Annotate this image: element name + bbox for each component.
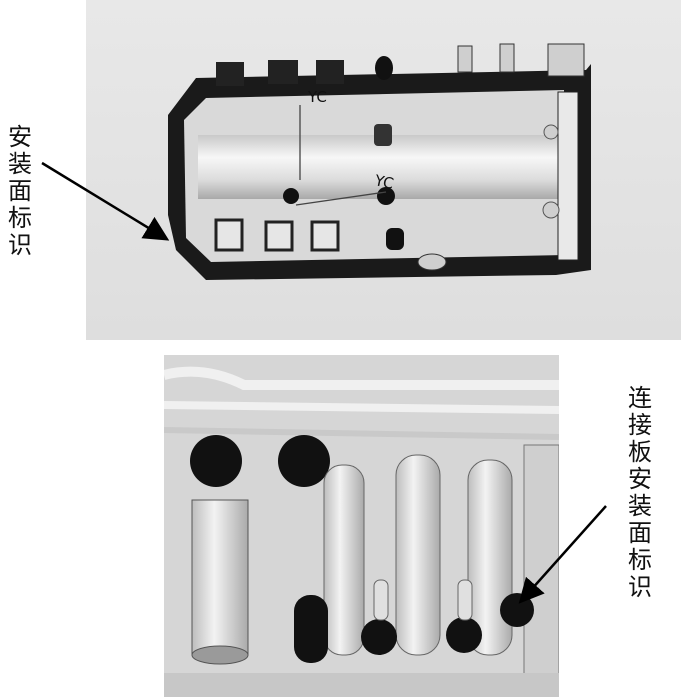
left-cylinder-base — [191, 645, 249, 665]
bottom-dark-plug — [386, 228, 404, 250]
right-end-feature-2 — [542, 201, 560, 219]
top-boss-1 — [216, 62, 244, 86]
column-2 — [395, 454, 441, 656]
top-stud-1 — [457, 45, 473, 73]
large-hole-2 — [278, 435, 330, 487]
label-mount-face: 安装面标识 — [8, 123, 32, 259]
top-dark-plug — [375, 56, 393, 80]
small-stud-2 — [457, 579, 473, 621]
bottom-boss-3 — [310, 220, 340, 252]
top-right-block — [547, 43, 585, 77]
top-stud-2 — [499, 43, 515, 73]
small-stud-1 — [373, 579, 389, 621]
top-model-drawing: YC YC — [86, 0, 681, 340]
top-rail-2 — [164, 401, 559, 414]
bottom-model-view — [164, 355, 559, 697]
column-1 — [323, 464, 365, 656]
top-rail-1 — [164, 366, 559, 390]
top-model-view: YC YC — [86, 0, 681, 340]
top-rail-3 — [164, 427, 559, 440]
top-boss-3 — [316, 60, 344, 84]
right-end-face — [557, 91, 579, 261]
left-cylinder — [191, 499, 249, 656]
bottom-slot-1 — [294, 595, 328, 663]
base-strip — [164, 673, 559, 697]
axis-label-inner: YC — [372, 171, 395, 193]
bottom-boss-1 — [214, 218, 244, 252]
arrow-connector-plate — [518, 505, 607, 604]
right-end-feature-1 — [543, 124, 559, 140]
inner-hole-1 — [283, 188, 299, 204]
arrow-mount-face — [41, 161, 170, 241]
bottom-hole-1 — [361, 619, 397, 655]
label-connector-plate-mount-face: 连接板安装面标识 — [628, 384, 652, 601]
bottom-boss-4 — [417, 253, 447, 271]
top-boss-2 — [268, 60, 298, 84]
large-hole-1 — [190, 435, 242, 487]
bottom-model-drawing — [164, 355, 559, 697]
inner-slot — [374, 124, 392, 146]
axis-line-horizontal — [295, 191, 387, 206]
bottom-hole-2 — [446, 617, 482, 653]
bottom-boss-2 — [264, 220, 294, 252]
inner-hole-2 — [377, 187, 395, 205]
axis-label-top: YC — [307, 88, 327, 106]
